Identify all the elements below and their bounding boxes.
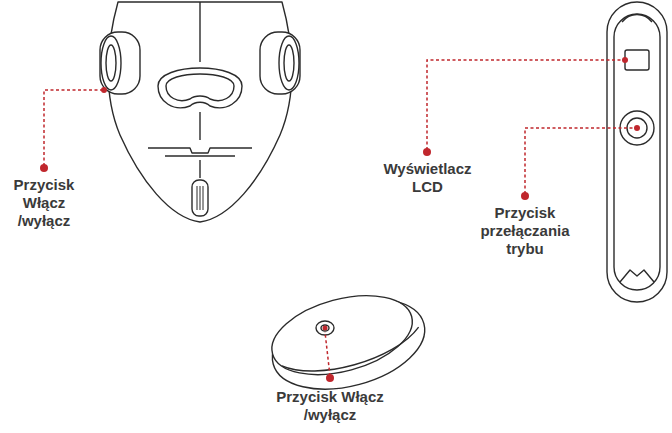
- leader-dots: [40, 57, 640, 382]
- eye-cap-right-inner: [284, 45, 294, 81]
- mouth-line-lower: [165, 155, 235, 156]
- leader-dot: [101, 87, 107, 93]
- leader-dot: [326, 374, 334, 382]
- pebble-device: [261, 279, 434, 404]
- eye-window: [158, 68, 242, 108]
- eye-cap-right: [279, 36, 299, 90]
- eye-cap-left-inner: [106, 45, 116, 81]
- mouth-line: [148, 148, 252, 153]
- lcd-display: [625, 50, 649, 70]
- part-label: Wyświetlacz LCD: [375, 160, 480, 196]
- leader-line: [44, 90, 104, 166]
- leader-dot: [622, 57, 628, 63]
- pebble-button-inner: [321, 325, 329, 331]
- part-label: Przycisk Włącz /wyłącz: [250, 388, 410, 424]
- leader-lines: [44, 60, 634, 376]
- chin-grill-slots: [197, 186, 203, 210]
- chin-grill: [192, 180, 208, 216]
- part-label: Przycisk Włącz /wyłącz: [4, 176, 84, 230]
- part-label: Przycisk przełączania trybu: [460, 204, 590, 258]
- leader-dot: [323, 326, 328, 331]
- leader-line: [525, 128, 634, 194]
- pebble-button: [316, 321, 334, 335]
- remote-body: [607, 2, 667, 302]
- leader-line: [427, 60, 625, 150]
- remote-inner: [614, 14, 660, 290]
- leader-dot: [521, 192, 529, 200]
- mask-outline: [108, 2, 292, 222]
- leader-dot: [423, 148, 431, 156]
- leader-line: [325, 332, 330, 376]
- remote-top-ridge: [622, 15, 652, 23]
- eye-cap-left: [101, 36, 121, 90]
- eye-cylinder-left: [100, 32, 140, 94]
- remote-bottom-ridge: [620, 270, 654, 282]
- leader-dot: [40, 164, 48, 172]
- eye-window-inner: [166, 74, 234, 101]
- eye-cylinder-right: [260, 32, 300, 94]
- leader-dot: [634, 125, 640, 131]
